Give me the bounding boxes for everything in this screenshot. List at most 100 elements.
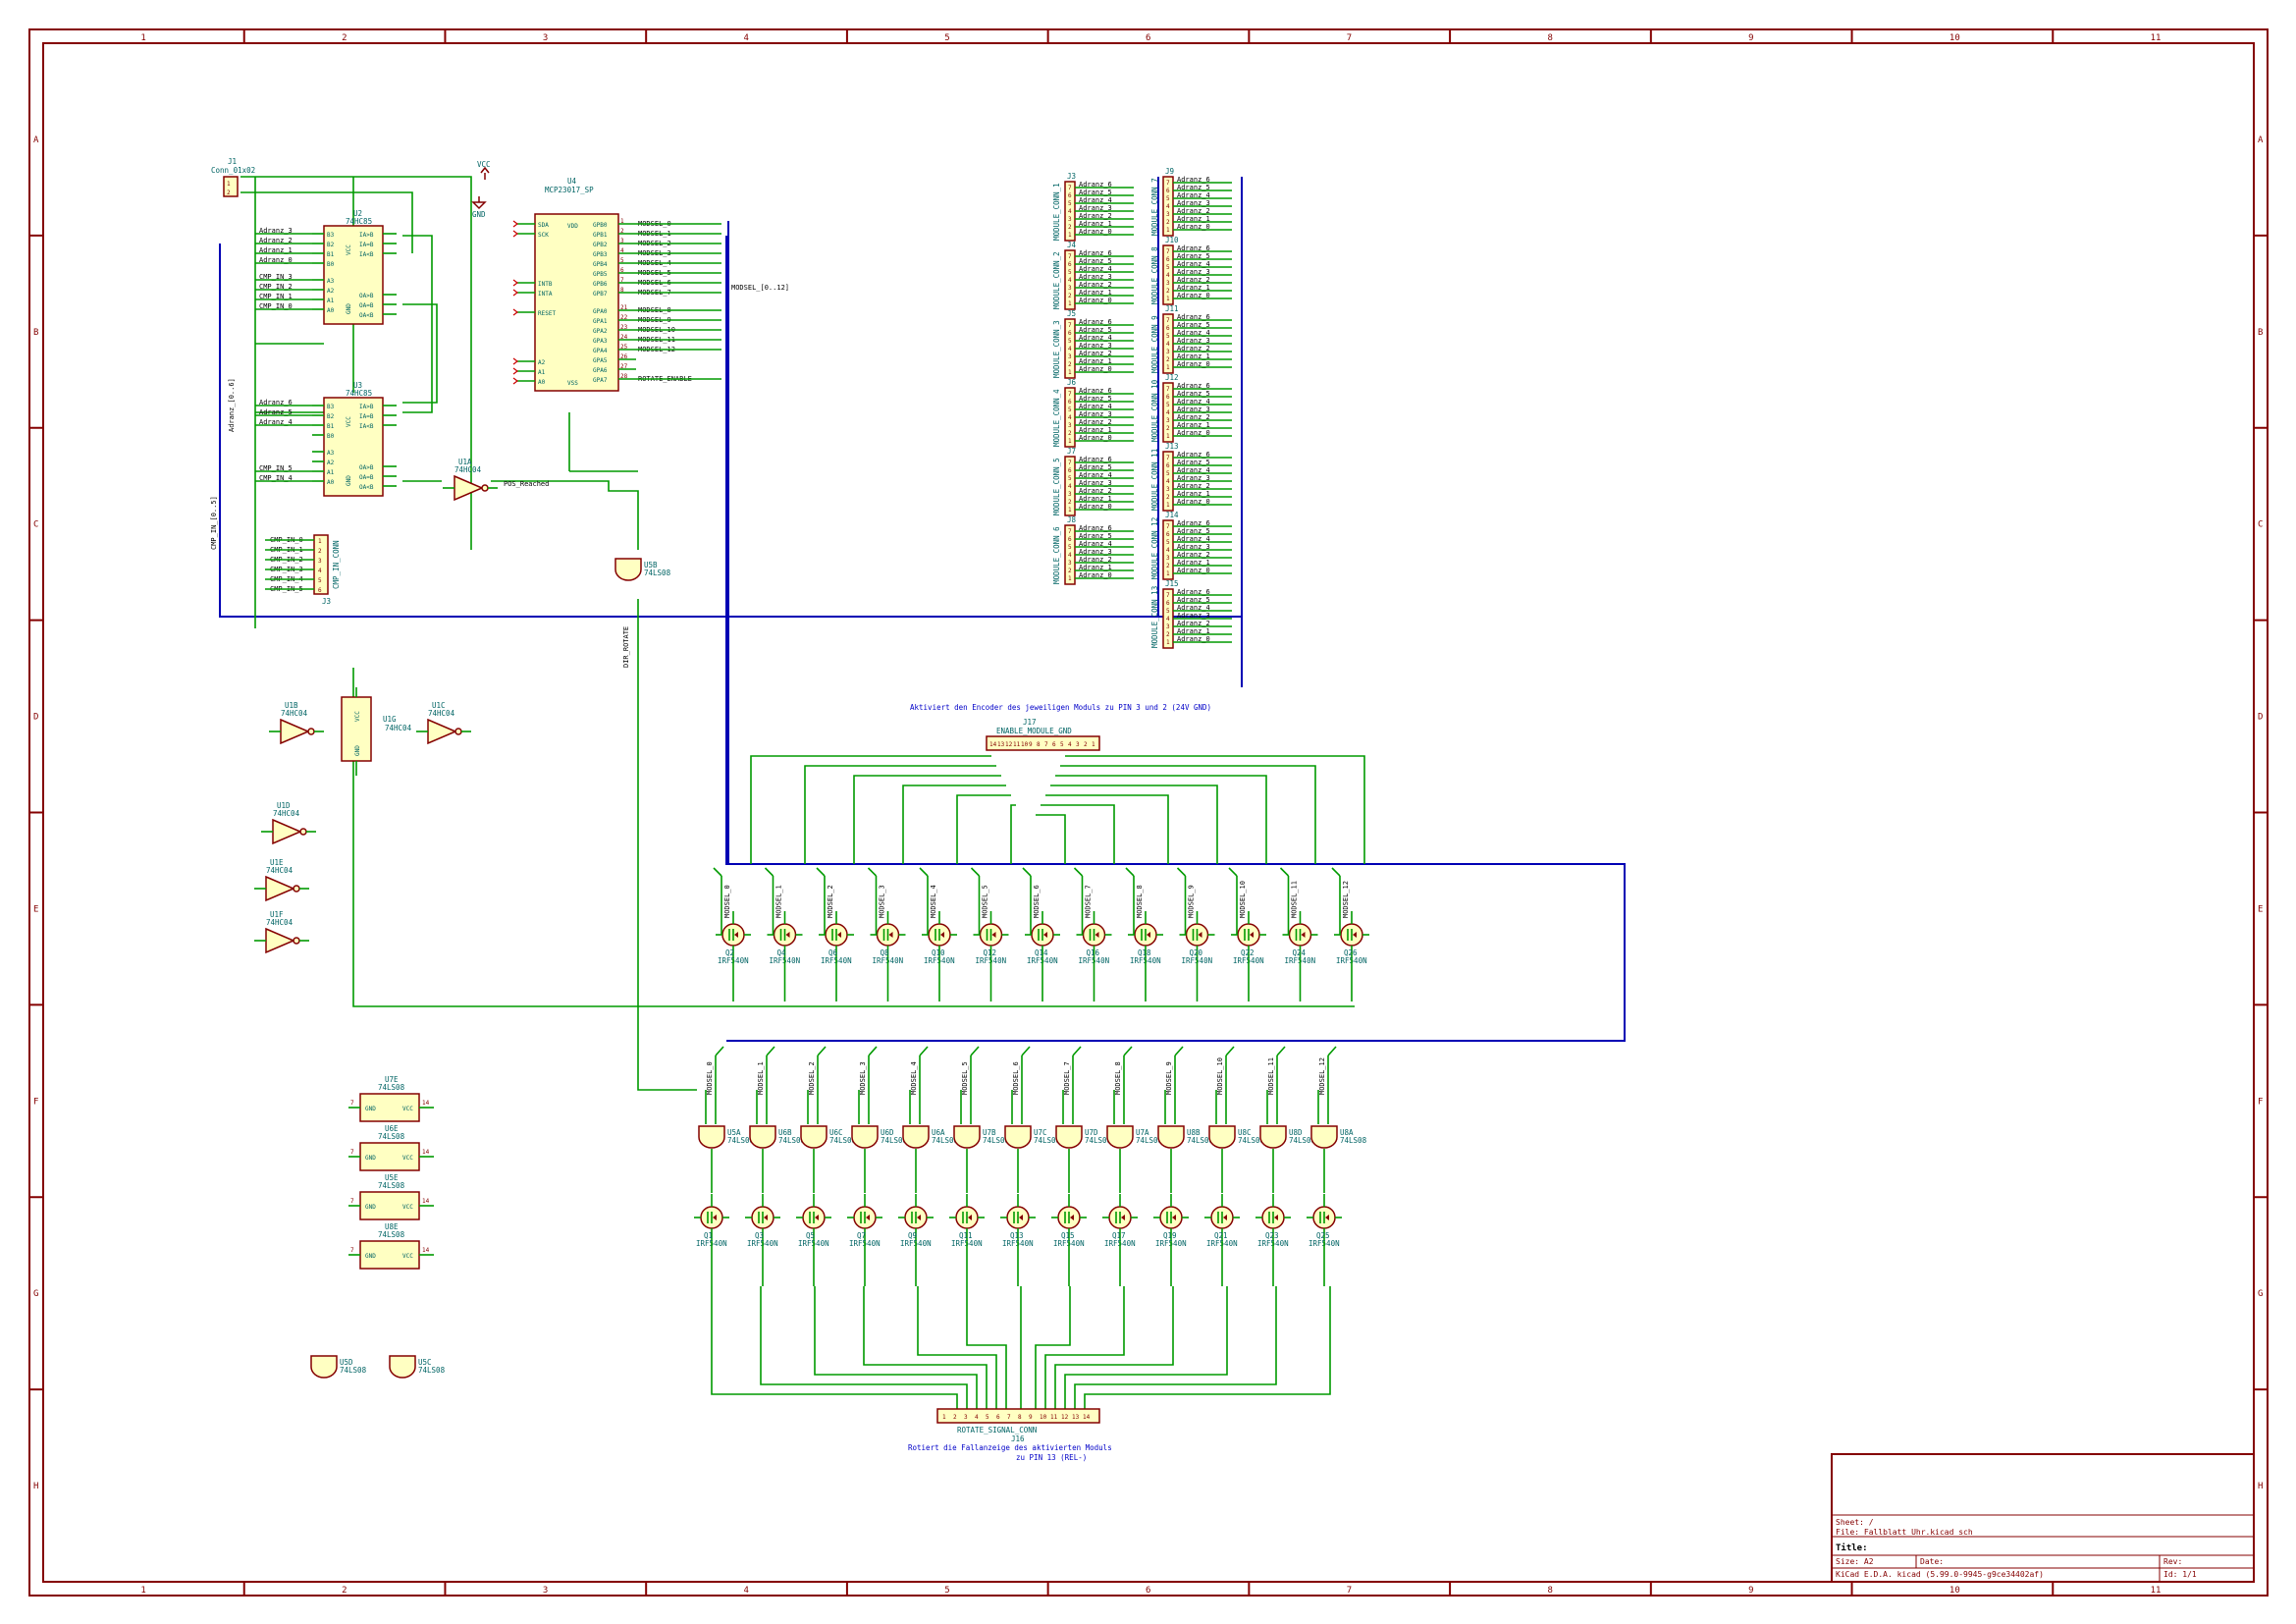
tb-title: Title:: [1836, 1543, 1868, 1553]
svg-text:Q19: Q19: [1163, 1231, 1177, 1240]
svg-text:3: 3: [1068, 353, 1072, 360]
svg-text:7: 7: [350, 1198, 354, 1205]
svg-text:3: 3: [1166, 417, 1170, 424]
svg-text:B2: B2: [327, 413, 335, 420]
svg-text:GPB7: GPB7: [593, 291, 608, 298]
module-net-label: Adranz_3: [1079, 342, 1112, 350]
svg-text:5: 5: [1166, 402, 1170, 408]
svg-text:6: 6: [1068, 536, 1072, 543]
svg-text:GPA1: GPA1: [593, 318, 608, 325]
svg-text:MODSEL_0: MODSEL_0: [723, 885, 731, 918]
svg-text:GND: GND: [472, 210, 486, 219]
svg-text:Q3: Q3: [755, 1231, 764, 1240]
module-net-label: Adranz_1: [1177, 490, 1210, 498]
gnd-symbol: GND: [471, 196, 487, 219]
svg-text:VCC: VCC: [354, 711, 361, 722]
svg-text:J6: J6: [1067, 378, 1077, 387]
upper-modsel-0: MODSEL_0: [713, 867, 734, 1001]
svg-text:6: 6: [620, 267, 624, 274]
module-net-label: Adranz_3: [1079, 479, 1112, 487]
svg-text:3: 3: [964, 1414, 968, 1421]
svg-text:U1F: U1F: [270, 910, 284, 919]
upper-modsel-12: MODSEL_12: [1331, 867, 1353, 1001]
module-net-label: Adranz_6: [1079, 456, 1112, 463]
svg-text:MODULE_CONN_7: MODULE_CONN_7: [1150, 178, 1159, 236]
module-net-label: Adranz_2: [1177, 551, 1210, 559]
module-net-label: Adranz_1: [1177, 284, 1210, 292]
module-net-label: Adranz_2: [1079, 556, 1112, 564]
svg-text:5: 5: [1166, 333, 1170, 340]
svg-text:1: 1: [1068, 232, 1072, 239]
col-ref: 4: [744, 1586, 749, 1596]
col-ref: 10: [1949, 1586, 1960, 1596]
svg-text:4: 4: [1166, 478, 1170, 485]
svg-text:6: 6: [1166, 600, 1170, 607]
svg-text:6: 6: [1068, 192, 1072, 199]
svg-text:7: 7: [1166, 523, 1170, 530]
svg-text:2: 2: [1166, 631, 1170, 638]
upper-modsel-3: MODSEL_3: [867, 867, 889, 1001]
module-net-label: Adranz_4: [1079, 334, 1112, 342]
module-net-label: Adranz_0: [1079, 228, 1112, 236]
svg-text:74LS08: 74LS08: [644, 568, 671, 577]
module-net-label: Adranz_1: [1079, 426, 1112, 434]
svg-text:GPA2: GPA2: [593, 328, 608, 335]
svg-text:J15: J15: [1165, 579, 1179, 588]
svg-text:74HC04: 74HC04: [428, 709, 455, 718]
module-net-label: Adranz_5: [1177, 321, 1210, 329]
svg-text:2: 2: [1166, 563, 1170, 569]
svg-text:4: 4: [1068, 552, 1072, 559]
tb-sheet: Sheet: /: [1836, 1518, 1874, 1527]
svg-text:B3: B3: [327, 404, 335, 410]
svg-text:21: 21: [620, 304, 628, 311]
svg-text:GND: GND: [365, 1106, 376, 1112]
row-ref: G: [33, 1289, 38, 1299]
svg-text:7: 7: [1068, 460, 1072, 466]
module-net-label: Adranz_2: [1079, 350, 1112, 357]
svg-text:J10: J10: [1165, 236, 1179, 244]
svg-text:MODULE_CONN_2: MODULE_CONN_2: [1052, 251, 1061, 309]
lower-modsel-3: MODSEL_3: [858, 1046, 878, 1193]
svg-text:MODSEL_2: MODSEL_2: [827, 885, 834, 918]
module-net-label: Adranz_1: [1079, 564, 1112, 571]
svg-text:MODSEL_9: MODSEL_9: [1188, 885, 1196, 918]
lower-modsel-5: MODSEL_5: [960, 1046, 980, 1193]
svg-text:7: 7: [350, 1100, 354, 1107]
svg-text:14: 14: [1083, 1414, 1091, 1421]
svg-text:Q8: Q8: [881, 948, 890, 957]
svg-text:2: 2: [1166, 494, 1170, 501]
svg-text:8: 8: [620, 287, 624, 294]
svg-text:U7D: U7D: [1085, 1128, 1098, 1137]
upper-modsel-7: MODSEL_7: [1073, 867, 1095, 1001]
svg-text:74HC04: 74HC04: [266, 866, 294, 875]
col-ref: 1: [140, 1586, 145, 1596]
svg-text:2: 2: [620, 228, 624, 235]
module-net-label: Adranz_3: [1177, 406, 1210, 413]
svg-text:U8A: U8A: [1340, 1128, 1354, 1137]
svg-text:J14: J14: [1165, 511, 1179, 519]
svg-text:3: 3: [1068, 491, 1072, 498]
svg-text:7: 7: [1166, 248, 1170, 255]
svg-text:1: 1: [620, 218, 624, 225]
svg-text:1: 1: [1166, 433, 1170, 440]
svg-text:3: 3: [1068, 285, 1072, 292]
svg-text:74LS08: 74LS08: [1034, 1136, 1061, 1145]
svg-text:7: 7: [1068, 528, 1072, 535]
svg-text:MODSEL_4: MODSEL_4: [910, 1061, 918, 1095]
svg-text:2: 2: [227, 189, 231, 196]
svg-text:6: 6: [1166, 462, 1170, 469]
svg-text:10: 10: [1021, 741, 1029, 748]
svg-text:74LS08: 74LS08: [983, 1136, 1010, 1145]
svg-text:VCC: VCC: [402, 1204, 413, 1211]
svg-text:24: 24: [620, 334, 628, 341]
svg-text:5: 5: [1166, 195, 1170, 202]
svg-text:Q22: Q22: [1241, 948, 1255, 957]
